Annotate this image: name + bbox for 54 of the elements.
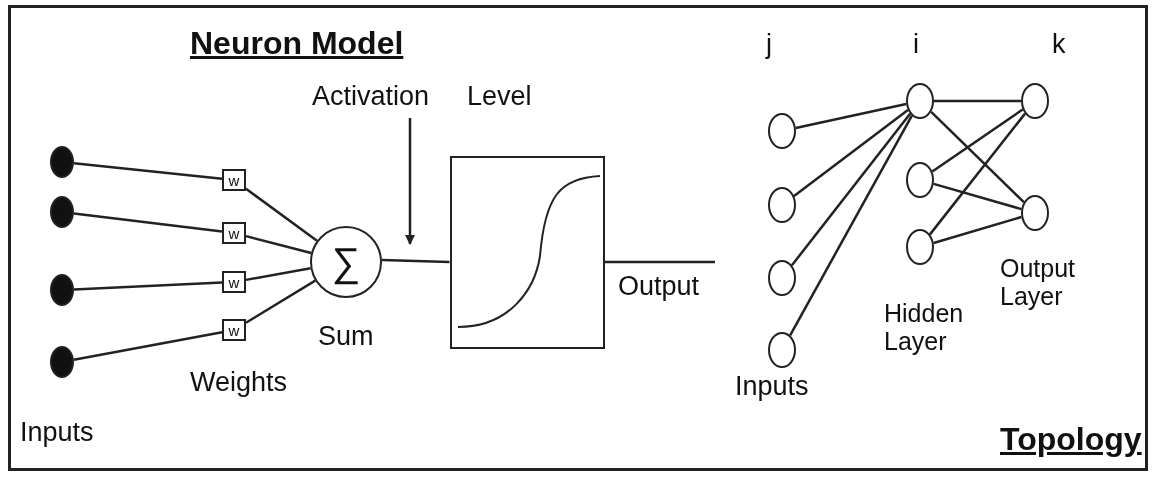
heading: Topology — [1000, 422, 1142, 458]
sum-symbol: ∑ — [330, 238, 362, 287]
connector-line — [73, 162, 223, 180]
connector-line — [789, 115, 913, 336]
neuron-circle — [1021, 195, 1049, 231]
weights-label: Weights — [190, 368, 288, 398]
connector-line — [934, 99, 1021, 103]
column-label: j — [766, 30, 772, 60]
connector-line — [73, 281, 223, 291]
output-label: Output — [618, 272, 700, 302]
input-dot — [50, 346, 74, 378]
sum-circle — [310, 226, 382, 298]
connector-line — [930, 110, 1025, 204]
neuron-circle — [906, 162, 934, 198]
neuron-circle — [906, 229, 934, 265]
weight-box: w — [222, 271, 246, 293]
connector-line — [73, 212, 223, 233]
neuron-circle — [768, 260, 796, 296]
activation-function-box — [449, 155, 605, 349]
neuron-circle — [768, 113, 796, 149]
connector-line — [245, 234, 312, 255]
weight-box: w — [222, 222, 246, 244]
connector-line — [933, 215, 1022, 245]
input-dot — [50, 146, 74, 178]
connector-line — [931, 108, 1024, 173]
connector-line — [73, 331, 223, 361]
input-dot — [50, 274, 74, 306]
column-label: i — [913, 30, 919, 60]
annotation-text: Level — [467, 82, 532, 112]
input-dot — [50, 196, 74, 228]
weight-box: w — [222, 319, 246, 341]
inputs-label: Inputs — [20, 418, 94, 448]
column-label: k — [1052, 30, 1066, 60]
layer-label: Inputs — [735, 372, 809, 402]
weight-box: w — [222, 169, 246, 191]
connector-line — [245, 267, 311, 282]
connector-line — [381, 258, 450, 264]
connector-line — [245, 279, 316, 324]
layer-label: Output Layer — [1000, 255, 1077, 310]
neuron-circle — [906, 83, 934, 119]
connector-line — [245, 187, 318, 242]
neuron-circle — [768, 187, 796, 223]
node-caption: Sum — [318, 322, 374, 352]
neuron-circle — [1021, 83, 1049, 119]
annotation-text: Activation — [312, 82, 430, 112]
connector-line — [604, 260, 715, 264]
neuron-circle — [768, 332, 796, 368]
connector-line — [928, 112, 1027, 236]
heading: Neuron Model — [190, 26, 404, 62]
connector-line — [793, 109, 909, 197]
connector-line — [795, 102, 907, 130]
layer-label: Hidden Layer — [884, 300, 965, 355]
connector-line — [933, 182, 1022, 211]
connector-line — [790, 112, 912, 267]
